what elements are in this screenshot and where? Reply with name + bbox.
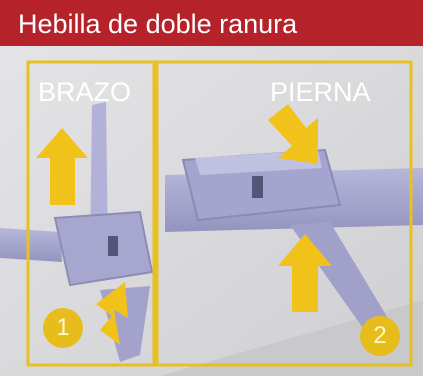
arm-arrow-diagonal	[96, 282, 128, 345]
page-title: Hebilla de doble ranura	[18, 9, 298, 39]
panel-brazo-illustration	[0, 102, 154, 362]
panel-pierna-frame	[155, 60, 413, 367]
title-bar: Hebilla de doble ranura	[0, 0, 423, 46]
leg-arrow-down	[268, 104, 318, 164]
leg-buckle-slot	[252, 176, 263, 198]
step-number-badge: 1	[43, 308, 83, 348]
panel-pierna-illustration	[165, 104, 423, 338]
arm-vertical-strap	[90, 102, 108, 250]
arm-buckle	[53, 210, 154, 287]
arm-strap	[0, 228, 62, 262]
step-number-badge: 2	[360, 316, 400, 356]
panel-brazo-frame	[26, 60, 156, 367]
panel-label-pierna: PIERNA	[270, 77, 371, 107]
arm-arrow-up	[36, 128, 88, 205]
panel-label-brazo: BRAZO	[38, 77, 132, 107]
arm-buckle-slot	[108, 236, 118, 256]
leg-arrow-up	[278, 234, 332, 312]
